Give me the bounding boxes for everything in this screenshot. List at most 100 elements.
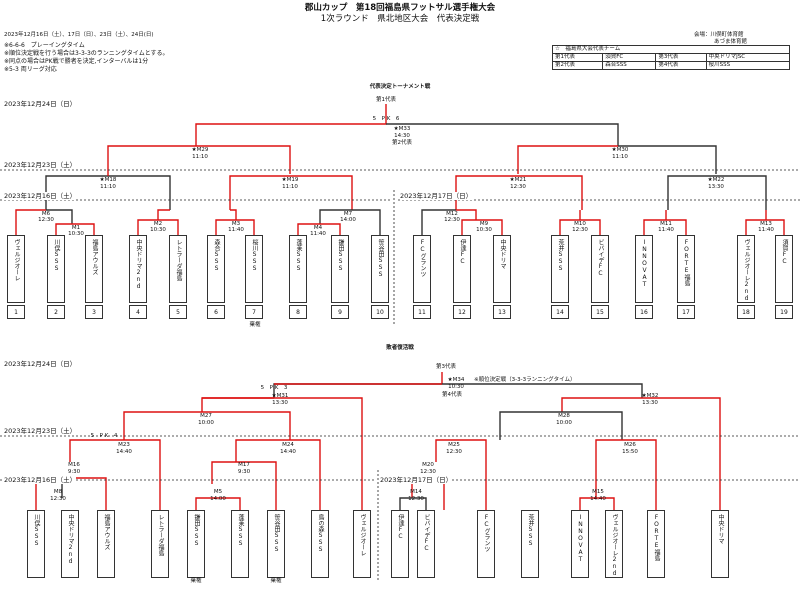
top-section-title: 代表決定トーナメント戦 [369,84,431,90]
bottom-pk1: 5 P K 3 [260,385,288,391]
team-name: 桜川SSS [251,239,258,272]
bottom-date-24: 2023年12月24日（日） [4,360,77,368]
team-box: FORTE福島 [647,510,665,578]
team-name: FCグランツ [419,239,426,277]
m19-label: ★M19 [281,177,299,183]
m4-label: M4 [313,225,323,231]
m12-time: 12:30 [444,217,460,223]
m6-time: 12:30 [38,217,54,223]
team-box: 蓬莱SSS [289,235,307,303]
m11-time: 11:40 [658,227,674,233]
team-name: 伊達FC [397,514,404,540]
m5-time: 14:00 [210,496,226,502]
m20-time: 12:30 [420,469,436,475]
bot-m15 [579,497,615,510]
bot-m27 [123,411,291,440]
m13-time: 11:40 [758,227,774,233]
team-number: 8 [289,305,307,319]
bot-m26 [595,439,657,510]
team-number: 4 [129,305,147,319]
m10-label: M10 [574,221,586,227]
top-shared-note: 棄権 [249,322,261,328]
team-name: 笹谷田SSS [377,239,384,278]
team-box: 中央ドリマ2nd [129,235,147,303]
team-number: 18 [737,305,755,319]
team-name: 鎌田SSS [193,514,200,547]
team-name: 川俣SSS [53,239,60,272]
m4-time: 11:40 [310,231,326,237]
team-number: 17 [677,305,695,319]
m16-label: M16 [68,462,80,468]
team-box: INNOVAT [635,235,653,303]
bot-m14 [399,497,427,510]
top-m13 [745,219,785,235]
bottom-pk2: 5 P K 4 [90,433,118,439]
m30-label: ★M30 [611,147,629,153]
bottom-date-16: 2023年12月16日（土） [4,476,77,484]
bot-m17 [211,461,277,510]
m5-label: M5 [213,489,223,495]
bottom-date-17: 2023年12月17日（日） [380,476,453,484]
m18-label: ★M18 [99,177,117,183]
top-t11 [421,209,456,235]
bot-m5 [195,497,241,510]
team-name: 川俣SSS [33,514,40,547]
bottom-rep3: 第3代表 [436,364,456,370]
team-box: レトラーダ福島 [169,235,187,303]
bot-m23 [69,439,161,510]
m19 [229,175,353,210]
m7-label: M7 [343,211,353,217]
representatives-table: ☆ 福島県大会代表チーム 第1代表 須賀FC 第3代表 中央ドリマJSC 第2代… [551,45,791,70]
team-box: 中央ドリマ2nd [61,510,79,578]
top-m6 [46,209,73,224]
m19-time: 11:10 [282,184,298,190]
team-number: 7 [245,305,263,319]
team-box: 荒井SSS [521,510,539,578]
m8-time: 12:30 [50,496,66,502]
m26-time: 15:50 [622,449,638,455]
team-box: ヴェルジオーレ [353,510,371,578]
m24-time: 14:40 [280,449,296,455]
team-name: 中央ドリマ2nd [135,239,142,290]
team-number: 15 [591,305,609,319]
m16-time: 9:30 [67,469,81,475]
m28-label: M28 [558,413,570,419]
team-number: 19 [775,305,793,319]
top-m1 [55,223,95,235]
rule-4: ※5-3 両リーグ対応 [4,66,57,73]
m33-time: 14:30 [394,133,410,139]
m1-time: 10:30 [68,231,84,237]
m2-time: 10:30 [150,227,166,233]
m23-label: M23 [118,442,130,448]
team-name: ヴェルジオーレ [359,514,366,556]
m7-time: 14:00 [340,217,356,223]
team-name: ビバイデFC [423,514,430,552]
top-rep1: 第1代表 [376,97,396,103]
m21-time: 12:30 [510,184,526,190]
top-date-23: 2023年12月23日（土） [4,161,77,169]
bottom-shared-note-2: 棄権 [270,578,282,584]
rule-1: ※6-6-6 プレーイングタイム [4,42,85,49]
m22 [667,175,767,210]
team-name: FCグランツ [483,514,490,552]
team-name: 中央ドリマ2nd [67,514,74,565]
team-name: FORTE福島 [653,514,660,561]
team-name: 鳥の森SSS [317,514,324,553]
bot-m25 [435,439,487,510]
m15-label: M15 [592,489,604,495]
top-m11 [643,219,687,235]
team-box: 伊達FC [391,510,409,578]
team-number: 10 [371,305,389,319]
team-name: 福島アウルズ [103,514,110,550]
top-m3 [215,219,255,235]
team-box: 荒井SSS [551,235,569,303]
team-number: 9 [331,305,349,319]
venue-2: あづま体育館 [714,39,748,45]
team-box: ヴェルジオーレ2nd [605,510,623,578]
team-box: レトラーダ福島 [151,510,169,578]
team-name: FORTE福島 [683,239,690,286]
m13-label: M13 [760,221,772,227]
top-m4 [297,223,341,235]
team-box: 鳥の森SSS [311,510,329,578]
